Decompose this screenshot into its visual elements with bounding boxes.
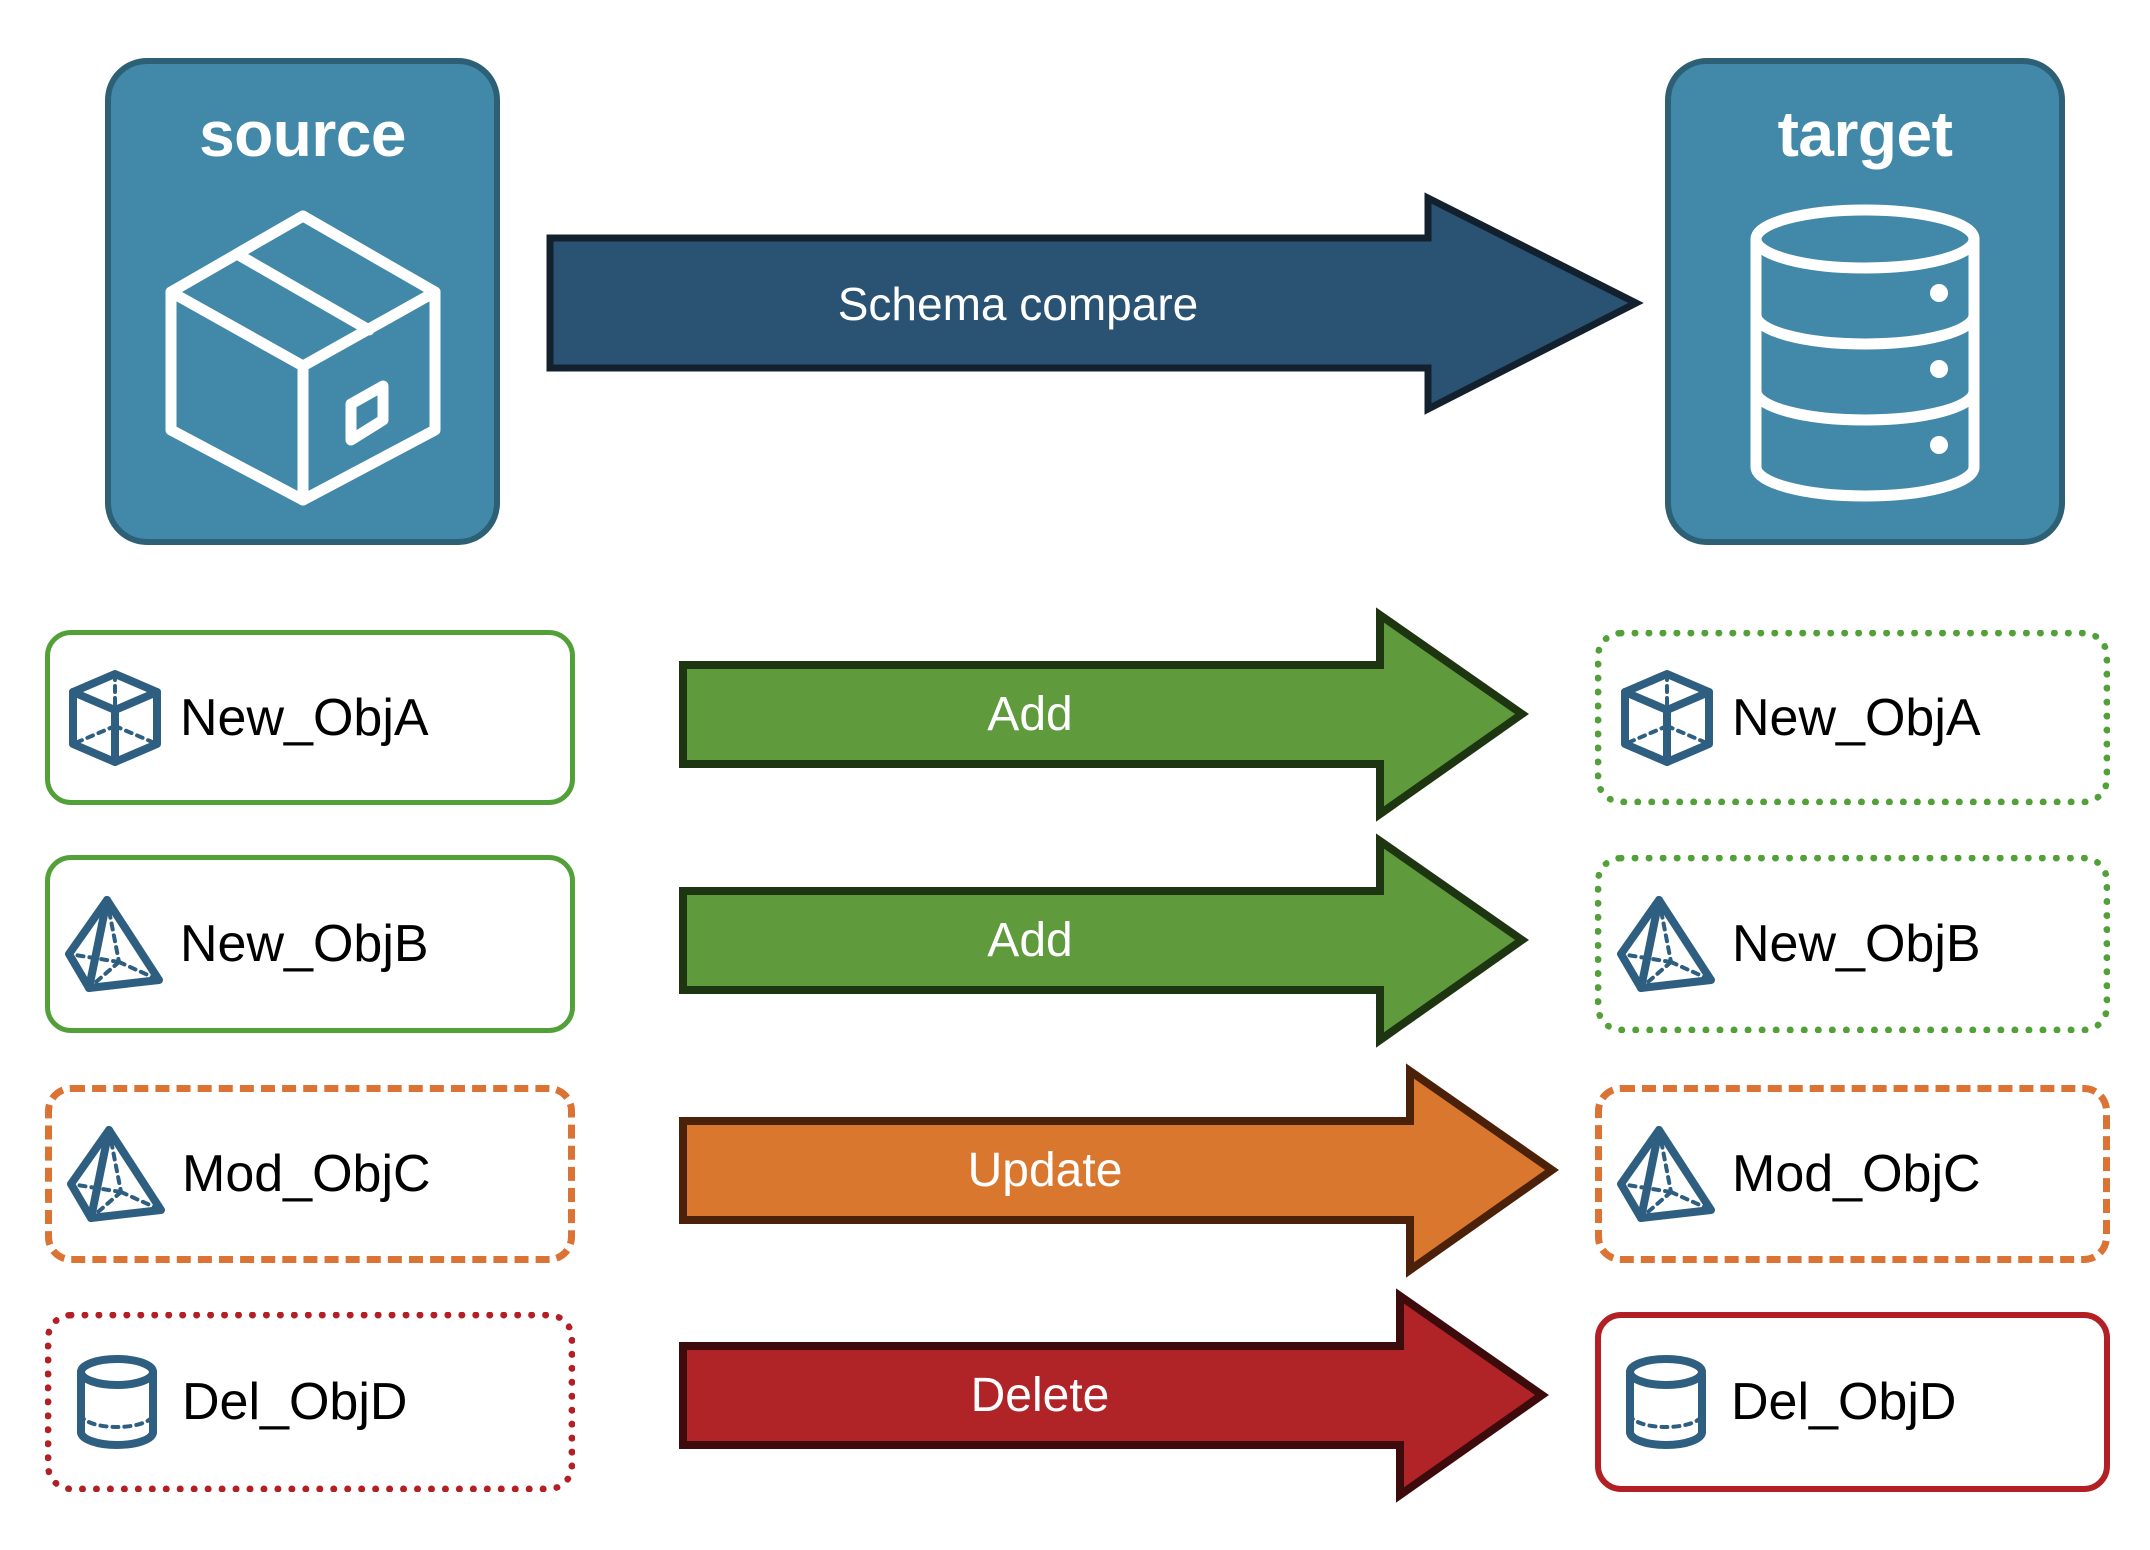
schema-compare-arrow[interactable]: Schema compare — [546, 192, 1644, 415]
source-object-label-2: Mod_ObjC — [182, 1145, 431, 1203]
target-object-row-3[interactable]: Del_ObjD — [1595, 1312, 2110, 1492]
wireframe-cylinder-icon — [1601, 1318, 1731, 1486]
target-object-label-3: Del_ObjD — [1731, 1373, 1957, 1431]
source-object-row-0[interactable]: New_ObjA — [45, 630, 575, 805]
action-arrow-delete-3[interactable]: Delete — [679, 1288, 1549, 1503]
target-object-label-2: Mod_ObjC — [1732, 1145, 1981, 1203]
action-arrow-add-0[interactable]: Add — [679, 607, 1529, 822]
action-arrow-update-2[interactable]: Update — [679, 1063, 1559, 1278]
wireframe-pyramid-icon — [52, 1092, 182, 1256]
wireframe-cube-icon — [1602, 637, 1732, 798]
target-object-row-0[interactable]: New_ObjA — [1595, 630, 2110, 805]
source-object-row-1[interactable]: New_ObjB — [45, 855, 575, 1033]
wireframe-pyramid-icon — [1602, 862, 1732, 1026]
database-cylinder-icon — [1671, 166, 2059, 539]
target-endpoint-card[interactable]: target — [1665, 58, 2065, 545]
wireframe-cylinder-icon — [52, 1319, 182, 1485]
wireframe-pyramid-icon — [50, 860, 180, 1028]
target-object-row-2[interactable]: Mod_ObjC — [1595, 1085, 2110, 1263]
source-object-row-2[interactable]: Mod_ObjC — [45, 1085, 575, 1263]
target-title: target — [1777, 98, 1953, 170]
source-object-row-3[interactable]: Del_ObjD — [45, 1312, 575, 1492]
source-object-label-0: New_ObjA — [180, 688, 429, 747]
source-title: source — [199, 98, 406, 170]
source-object-label-1: New_ObjB — [180, 915, 429, 973]
action-arrow-add-1[interactable]: Add — [679, 833, 1529, 1048]
wireframe-pyramid-icon — [1602, 1092, 1732, 1256]
target-object-label-0: New_ObjA — [1732, 688, 1981, 747]
wireframe-cube-icon — [50, 635, 180, 800]
package-box-icon — [111, 166, 494, 539]
source-endpoint-card[interactable]: source — [105, 58, 500, 545]
target-object-row-1[interactable]: New_ObjB — [1595, 855, 2110, 1033]
target-object-label-1: New_ObjB — [1732, 915, 1981, 973]
source-object-label-3: Del_ObjD — [182, 1373, 408, 1431]
schema-compare-label: Schema compare — [837, 277, 1199, 330]
